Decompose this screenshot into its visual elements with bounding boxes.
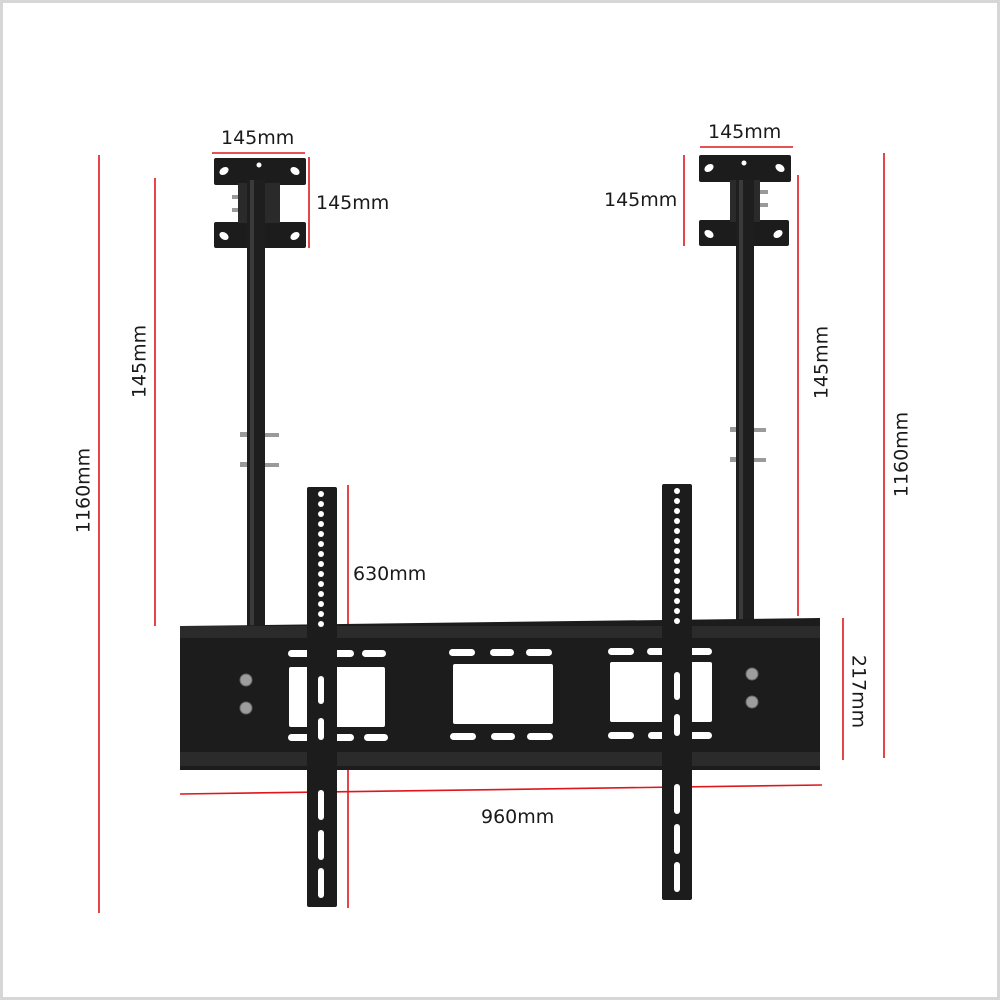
dimension-lines [98, 146, 885, 913]
crossbar-height-label: 217mm [847, 654, 870, 729]
left-plate-height-label: 145mm [316, 192, 390, 214]
right-total-height-label: 1160mm [890, 411, 913, 498]
left-plate-width-label: 145mm [221, 127, 295, 149]
left-vertical-bracket [307, 487, 337, 907]
right-vertical-bracket [662, 484, 692, 900]
right-ceiling-assembly [699, 155, 791, 620]
left-total-height-label: 1160mm [72, 447, 95, 534]
dim-crossbar-width [179, 784, 823, 795]
crossbar-plate [180, 618, 820, 770]
bracket-height-label: 630mm [353, 563, 427, 585]
left-ceiling-assembly [214, 158, 306, 626]
right-plate-width-label: 145mm [708, 121, 782, 143]
crossbar-width-label: 960mm [481, 806, 555, 828]
right-pole-length-label: 145mm [810, 325, 833, 400]
left-pole-length-label: 145mm [128, 324, 151, 399]
right-plate-height-label: 145mm [604, 189, 678, 211]
